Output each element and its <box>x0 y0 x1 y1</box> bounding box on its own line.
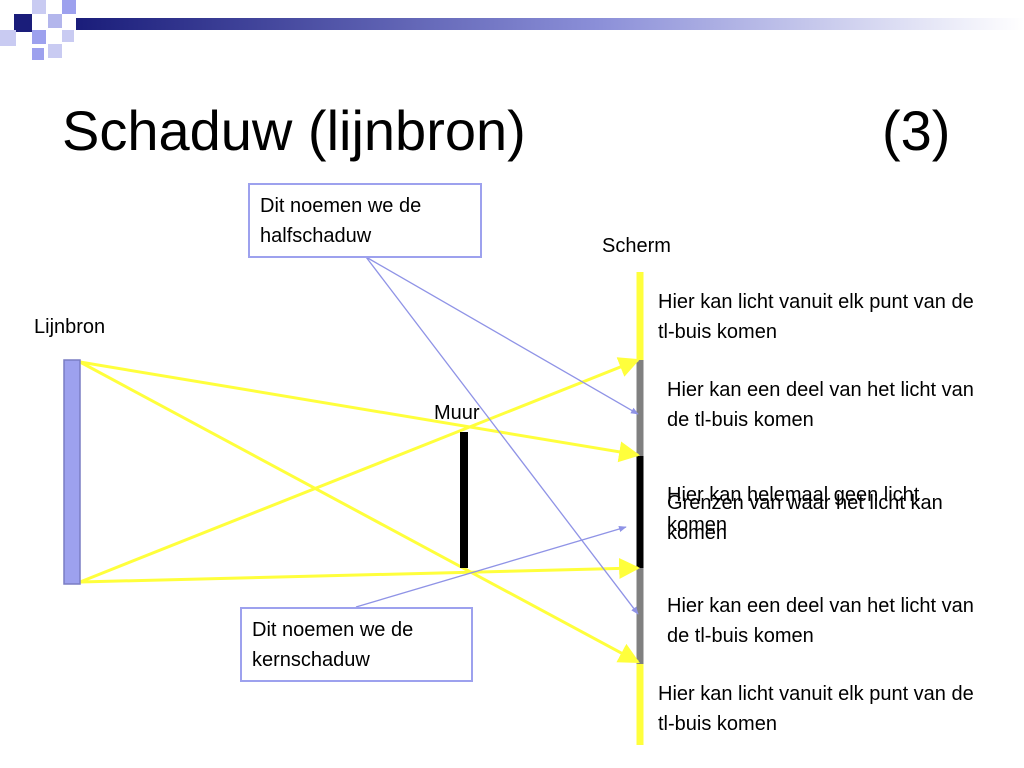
label-wall: Muur <box>434 402 480 424</box>
slide-title-number: (3) <box>882 99 951 162</box>
ray-bottom-past-wall <box>79 557 641 584</box>
note-partial-bottom: Hier kan een deel van het licht van de t… <box>667 595 974 647</box>
ray-top-past-wall <box>79 360 641 463</box>
slide-title: Schaduw (lijnbron) (3) <box>62 96 962 166</box>
deco-square-8 <box>62 30 74 42</box>
callout-core-shadow: Dit noemen we de kernschaduw <box>240 607 473 682</box>
note-partial-top: Hier kan een deel van het licht van de t… <box>667 379 974 431</box>
deco-square-7 <box>62 0 76 14</box>
pointer-half-to-upper <box>365 256 639 415</box>
wall <box>460 432 468 568</box>
slide-title-text: Schaduw (lijnbron) <box>62 99 526 162</box>
line-source-tube <box>63 359 81 585</box>
callout-half-shadow-text: Dit noemen we de halfschaduw <box>260 195 422 247</box>
pointer-core-to-dark <box>355 526 627 608</box>
callout-half-shadow: Dit noemen we de halfschaduw <box>248 183 482 258</box>
note-dark-overlap: Grenzen van waar het licht kan komen <box>667 492 943 544</box>
callout-core-shadow-text: Dit noemen we de kernschaduw <box>252 619 414 671</box>
note-dark: Hier kan helemaal geen licht komen <box>667 484 920 536</box>
note-lit-bottom: Hier kan licht vanuit elk punt van de tl… <box>658 683 974 735</box>
deco-square-1 <box>32 0 46 14</box>
ray-top-to-lower <box>79 360 640 664</box>
deco-square-6 <box>32 48 44 60</box>
deco-square-4 <box>32 30 46 44</box>
ray-bottom-to-upper <box>79 357 640 584</box>
label-source: Lijnbron <box>34 316 106 338</box>
header-decoration <box>0 0 1024 60</box>
deco-square-2 <box>0 30 16 46</box>
header-gradient-line <box>76 18 1024 30</box>
deco-square-3 <box>48 14 62 28</box>
deco-square-navy <box>14 14 32 32</box>
label-screen: Scherm <box>602 235 671 257</box>
pointer-half-to-lower <box>365 256 639 615</box>
note-lit-top: Hier kan licht vanuit elk punt van de tl… <box>658 291 974 343</box>
deco-square-5 <box>48 44 62 58</box>
